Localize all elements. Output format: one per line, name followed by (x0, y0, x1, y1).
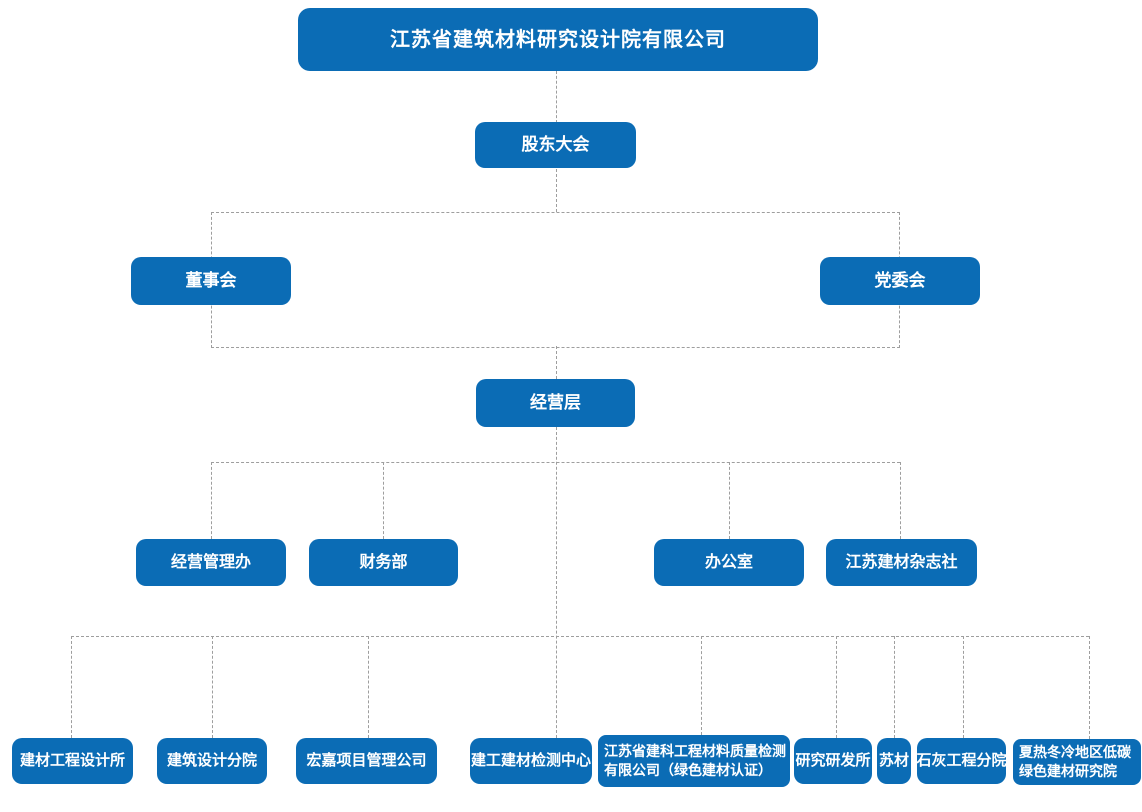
connector-drop-arch-branch (212, 636, 213, 738)
org-node-lowcarbon-green-building-materials-research-institute: 夏热冬冷地区低碳 绿色建材研究院 (1013, 739, 1141, 785)
org-node-management-layer: 经营层 (476, 379, 635, 427)
org-node-jianke-line1: 江苏省建科工程材料质量检测 (604, 743, 786, 759)
connector-governance-to-management (556, 346, 557, 379)
connector-drop-jianke (701, 636, 702, 735)
connector-governance-loop (211, 212, 900, 348)
connector-drop-design-institute (71, 636, 72, 738)
connector-drop-finance (383, 462, 384, 539)
connector-drop-sucai (894, 636, 895, 738)
org-node-party-committee: 党委会 (820, 257, 980, 305)
org-node-lowcarbon-line1: 夏热冬冷地区低碳 (1019, 744, 1131, 760)
connector-bottom-bus (71, 636, 1089, 637)
org-node-board-of-directors: 董事会 (131, 257, 291, 305)
org-node-jiangsu-building-materials-magazine: 江苏建材杂志社 (826, 539, 977, 586)
connector-root-to-shareholders (556, 71, 557, 123)
connector-management-stem (556, 427, 557, 738)
connector-drop-research (836, 636, 837, 738)
org-node-operation-mgmt-office: 经营管理办 (136, 539, 286, 586)
org-node-architectural-design-branch: 建筑设计分院 (157, 738, 267, 784)
org-node-jianke-line2: 有限公司（绿色建材认证） (604, 762, 772, 778)
org-node-shareholders-meeting: 股东大会 (475, 122, 636, 168)
connector-middle-bus (211, 462, 900, 463)
org-node-research-institute: 研究研发所 (794, 738, 872, 784)
connector-drop-office (729, 462, 730, 539)
org-node-finance-dept: 财务部 (309, 539, 458, 586)
org-node-building-materials-engineering-design-institute: 建材工程设计所 (12, 738, 133, 784)
org-node-jianke-quality-testing-company: 江苏省建科工程材料质量检测 有限公司（绿色建材认证） (598, 735, 790, 787)
org-node-construction-materials-testing-center: 建工建材检测中心 (470, 738, 592, 784)
connector-drop-hongjia (368, 636, 369, 738)
connector-shareholders-to-governance (556, 169, 557, 212)
connector-drop-lime (963, 636, 964, 738)
org-node-hongjia-project-management: 宏嘉项目管理公司 (296, 738, 437, 784)
org-node-sucai: 苏材 (877, 738, 911, 784)
org-node-root: 江苏省建筑材料研究设计院有限公司 (298, 8, 818, 71)
connector-drop-mgmt-office (211, 462, 212, 539)
connector-drop-magazine (900, 462, 901, 539)
org-node-general-office: 办公室 (654, 539, 804, 586)
org-node-lowcarbon-line2: 绿色建材研究院 (1019, 763, 1117, 779)
connector-drop-lowcarbon (1089, 636, 1090, 739)
org-node-lime-engineering-branch: 石灰工程分院 (917, 738, 1007, 784)
